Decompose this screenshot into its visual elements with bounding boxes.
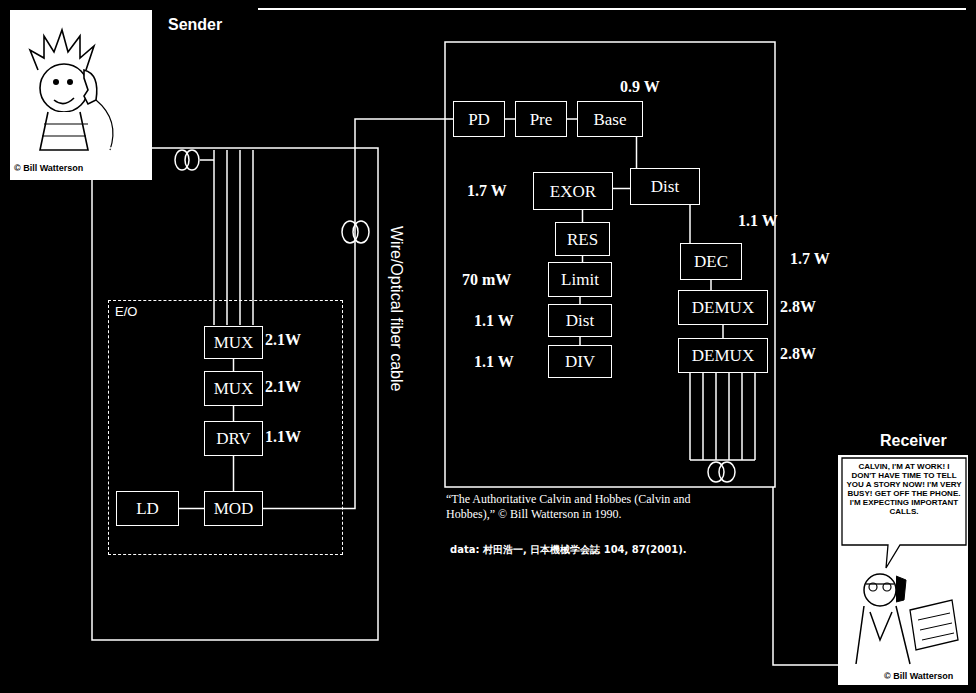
- signal-connector: [613, 188, 630, 190]
- box-label: E/O: [115, 305, 137, 318]
- signal-connector: [263, 119, 453, 509]
- cable-label: Wire/Optical fiber cable: [387, 226, 405, 391]
- box-label: Base: [593, 111, 626, 128]
- box-label: RES: [567, 231, 598, 248]
- process-box: LD: [116, 491, 179, 526]
- receiver-illustration: [838, 455, 968, 685]
- process-box: MUX: [204, 326, 263, 359]
- signal-connector: [579, 297, 581, 304]
- process-box: Dist: [548, 304, 612, 337]
- box-label: DEMUX: [692, 299, 754, 316]
- signal-connector: [567, 118, 577, 120]
- power-value: 1.1 W: [474, 312, 514, 330]
- receiver-wire: [773, 487, 838, 665]
- power-value: 1.1W: [265, 428, 301, 446]
- process-box: DEC: [680, 243, 742, 280]
- power-value: 1.7 W: [467, 182, 507, 200]
- process-box: Limit: [548, 262, 612, 297]
- box-label: LD: [136, 500, 159, 517]
- process-box: Dist: [630, 168, 700, 205]
- process-box: EXOR: [533, 172, 613, 210]
- signal-connector: [722, 325, 724, 338]
- box-label: DEC: [694, 253, 728, 270]
- signal-connector: [233, 406, 235, 421]
- power-value: 2.8W: [780, 345, 816, 363]
- box-label: Limit: [561, 271, 599, 288]
- process-box: DRV: [204, 421, 263, 456]
- process-box: Pre: [515, 101, 567, 137]
- process-box: Base: [577, 101, 643, 137]
- signal-connector: [233, 359, 235, 371]
- process-box: PD: [453, 101, 505, 137]
- box-label: Dist: [566, 312, 594, 329]
- signal-connector: [710, 280, 712, 290]
- sender-illustration: [10, 10, 152, 180]
- box-label: Pre: [530, 111, 553, 128]
- eo-module: E/O MUX MUX DRV LD MOD: [108, 300, 343, 555]
- output-wires: [690, 373, 755, 460]
- role-label: Sender: [168, 16, 222, 34]
- signal-connector: [582, 210, 584, 222]
- data-source-note: data: 村田浩一, 日本機械学会誌 104, 87(2001).: [450, 543, 687, 557]
- power-value: 70 mW: [462, 271, 511, 289]
- signal-connector: [636, 137, 638, 168]
- process-box: RES: [555, 222, 610, 256]
- process-box: MUX: [204, 371, 263, 406]
- role-label: Receiver: [880, 432, 947, 450]
- process-box: DEMUX: [678, 338, 768, 373]
- copyright-note: © Bill Watterson: [14, 163, 83, 173]
- signal-connector: [579, 337, 581, 345]
- power-value: 1.1 W: [738, 212, 778, 230]
- process-box: DEMUX: [678, 290, 768, 325]
- power-value: 1.7 W: [790, 250, 830, 268]
- power-value: 0.9 W: [620, 78, 660, 96]
- signal-connector: [179, 508, 204, 510]
- power-value: 1.1 W: [474, 353, 514, 371]
- box-label: DRV: [216, 430, 251, 447]
- copyright-note: © Bill Watterson: [884, 671, 953, 681]
- process-box: MOD: [204, 491, 263, 526]
- source-caption: “The Authoritative Calvin and Hobbes (Ca…: [446, 492, 696, 522]
- box-label: MUX: [214, 380, 254, 397]
- box-label: MOD: [214, 500, 254, 517]
- sender-housing: [92, 148, 378, 640]
- box-label: DEMUX: [692, 347, 754, 364]
- box-label: MUX: [214, 334, 254, 351]
- cable-coil-symbol: [175, 150, 199, 170]
- receiver-housing: [445, 42, 775, 487]
- signal-connector: [689, 205, 691, 243]
- power-value: 2.8W: [780, 298, 816, 316]
- process-box: DIV: [548, 345, 612, 378]
- box-label: DIV: [565, 353, 595, 370]
- power-value: 2.1W: [265, 378, 301, 396]
- top-rule: [258, 8, 966, 10]
- signal-connector: [233, 456, 235, 491]
- box-label: Dist: [651, 178, 679, 195]
- box-label: EXOR: [550, 183, 596, 200]
- signal-connector: [505, 118, 515, 120]
- box-label: PD: [468, 111, 490, 128]
- cable-coil-symbol: [708, 462, 735, 482]
- speech-balloon-text: CALVIN, I'M AT WORK! I DON'T HAVE TIME T…: [846, 462, 962, 516]
- input-wires: [200, 150, 253, 325]
- power-value: 2.1W: [265, 331, 301, 349]
